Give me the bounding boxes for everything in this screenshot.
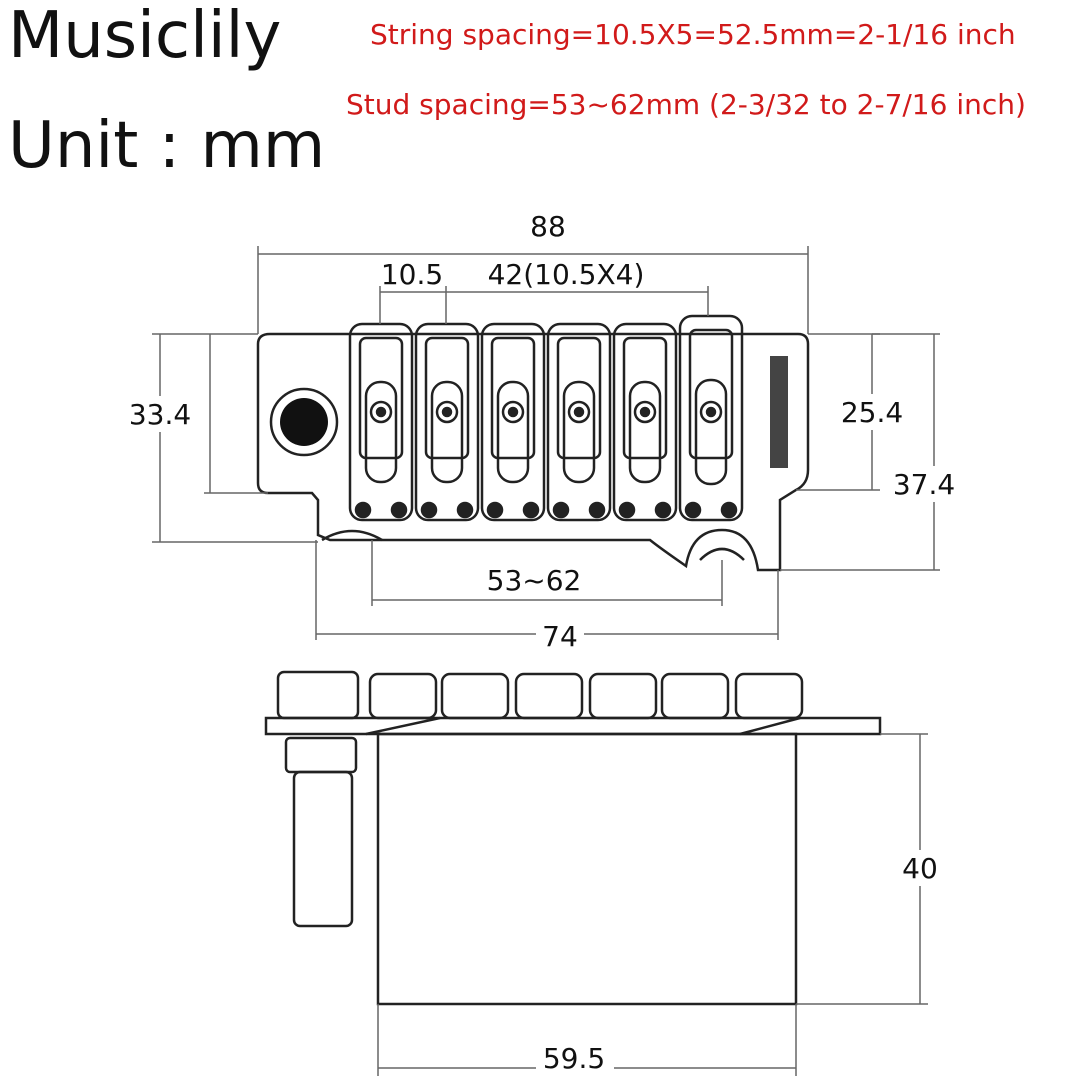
dim-saddle-span: 42(10.5X4) [488,258,645,291]
stud-thread [284,736,358,774]
dim-saddle-spacing: 10.5 [381,258,443,291]
saddle-top-4 [588,672,658,720]
stud-hole-ring [269,387,339,457]
stud-hole [280,398,328,446]
brand-title: Musiclily [8,0,282,73]
stud-post [292,770,354,928]
stud-spacing-note: Stud spacing=53~62mm (2-3/32 to 2-7/16 i… [346,88,1026,121]
stud-arc-right [699,547,745,561]
saddle-top-6 [734,672,804,720]
saddles [348,314,744,522]
saddle-1 [348,322,414,522]
dim-base-height: 33.4 [129,398,191,431]
dim-block-height: 40 [902,852,938,885]
saddle-4 [546,322,612,522]
dim-block-width: 59.5 [543,1042,605,1075]
saddle-2 [414,322,480,522]
plate-bevel [365,716,801,736]
dim-stud-spacing: 53~62 [487,564,582,597]
saddle-top-3 [514,672,584,720]
side-dimension-lines [377,733,928,1076]
stud-arc-left [321,529,383,542]
saddle-5 [612,322,678,522]
top-view [256,332,810,572]
dim-plate-height: 25.4 [841,396,903,429]
dim-total-depth: 37.4 [893,468,955,501]
sustain-block [376,732,798,1006]
saddle-top-2 [440,672,510,720]
dim-plate-width: 74 [542,620,578,653]
saddle-top-5 [660,672,730,720]
logo-mark [770,356,788,468]
saddle-top-1 [368,672,438,720]
side-view [264,670,882,1006]
base-plate-outline [256,332,810,572]
saddle-3 [480,322,546,522]
saddle-6 [678,314,744,522]
dim-overall-width: 88 [530,210,566,243]
stud-cap [276,670,360,720]
string-spacing-note: String spacing=10.5X5=52.5mm=2-1/16 inch [370,18,1016,51]
unit-label: Unit : mm [8,109,326,183]
